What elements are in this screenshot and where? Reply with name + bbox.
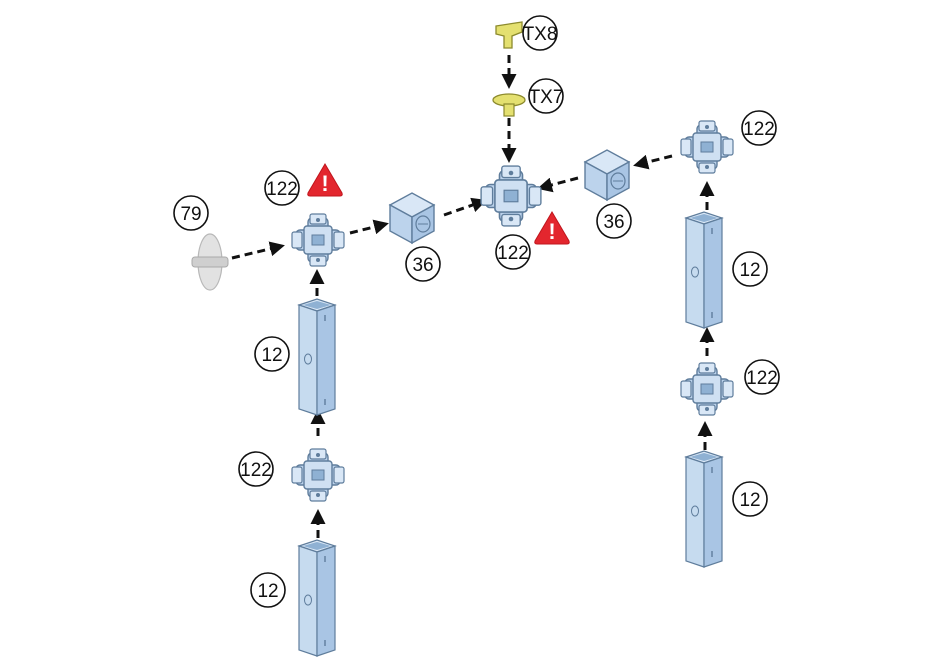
svg-text:36: 36 xyxy=(412,255,433,276)
part-label-tx8: TX8 xyxy=(523,16,558,50)
part-label-left-upper-tube: 12 xyxy=(255,337,289,371)
svg-text:122: 122 xyxy=(746,368,778,389)
part-label-right-lower-tube: 12 xyxy=(733,482,767,516)
svg-text:122: 122 xyxy=(266,179,298,200)
svg-text:122: 122 xyxy=(743,119,775,140)
part-label-right-upper-tube: 12 xyxy=(733,252,767,286)
left-bottom-hub xyxy=(292,449,344,501)
part-label-panel: 79 xyxy=(174,196,208,230)
svg-text:79: 79 xyxy=(180,204,201,225)
left-connector xyxy=(390,193,434,243)
svg-text:12: 12 xyxy=(261,345,282,366)
part-label-left-bottom-hub: 122 xyxy=(239,452,273,486)
right-lower-tube xyxy=(686,451,722,567)
right-middle-hub xyxy=(681,363,733,415)
right-upper-tube xyxy=(686,212,722,328)
part-label-left-top-hub: 122 xyxy=(265,171,299,205)
svg-text:122: 122 xyxy=(240,460,272,481)
svg-text:12: 12 xyxy=(739,260,760,281)
tx8-fastener xyxy=(496,22,522,48)
right-top-hub xyxy=(681,121,733,173)
svg-text:!: ! xyxy=(321,171,328,196)
part-label-right-middle-hub: 122 xyxy=(745,360,779,394)
center-hub xyxy=(481,166,541,226)
svg-text:122: 122 xyxy=(497,243,529,264)
svg-text:TX8: TX8 xyxy=(523,24,558,45)
warning-icon: ! xyxy=(308,164,343,196)
arrow-left-hub-to-left-connector xyxy=(350,224,386,233)
arrow-left-connector-to-center-hub xyxy=(444,201,484,215)
panel-79 xyxy=(192,234,228,290)
right-connector xyxy=(585,150,629,200)
part-label-tx7: TX7 xyxy=(529,79,564,113)
arrow-right-connector-to-center-hub xyxy=(540,178,578,188)
svg-text:!: ! xyxy=(548,219,555,244)
warning-icon: ! xyxy=(535,212,570,244)
left-upper-tube xyxy=(299,299,335,415)
part-label-right-connector: 36 xyxy=(597,204,631,238)
part-label-left-lower-tube: 12 xyxy=(251,573,285,607)
arrow-panel-to-left-hub xyxy=(232,246,282,258)
left-lower-tube xyxy=(299,540,335,656)
left-top-hub xyxy=(292,214,344,266)
svg-text:12: 12 xyxy=(257,581,278,602)
arrow-right-hub-to-right-connector xyxy=(636,156,672,165)
part-label-right-top-hub: 122 xyxy=(742,111,776,145)
svg-text:12: 12 xyxy=(739,490,760,511)
part-label-left-connector: 36 xyxy=(406,247,440,281)
svg-text:TX7: TX7 xyxy=(529,87,564,108)
svg-text:36: 36 xyxy=(603,212,624,233)
tx7-fastener xyxy=(493,94,525,116)
part-label-center-hub: 122 xyxy=(496,235,530,269)
